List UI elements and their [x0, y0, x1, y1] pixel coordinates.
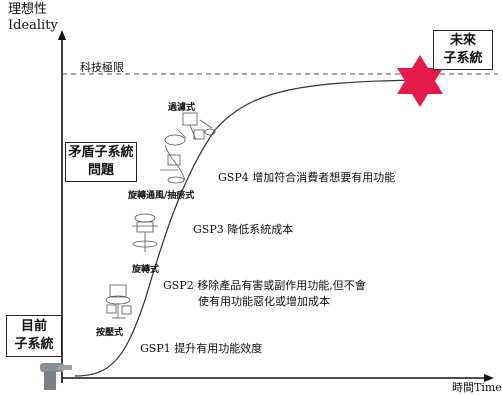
gsp2-label: GSP2 移除產品有害或副作用功能,但不會	[163, 279, 366, 292]
contradiction-subsystem-box: 矛盾子系統 問題	[65, 142, 137, 182]
press-type-sketch-icon	[105, 284, 132, 319]
gsp2-label-continued: 使有用功能惡化或增加成本	[198, 295, 330, 308]
y-axis-arrow	[58, 30, 66, 40]
future-subsystem-line2: 子系統	[443, 51, 483, 66]
contradiction-line1: 矛盾子系統	[68, 145, 134, 160]
gsp3-label: GSP3 降低系統成本	[193, 223, 294, 236]
current-subsystem-line2: 子系統	[14, 337, 54, 352]
rotary-type-sketch-icon	[132, 213, 158, 252]
rotary-type-caption: 旋轉式	[132, 265, 160, 275]
s-curve	[74, 79, 421, 377]
contradiction-line2: 問題	[87, 163, 114, 178]
y-axis-label-zh: 理想性	[8, 2, 48, 17]
future-subsystem-line1: 未來	[449, 33, 476, 48]
x-axis-label: 時間Time	[452, 381, 502, 394]
technology-limit-label: 科技極限	[80, 61, 124, 74]
filter-type-sketch-icon	[177, 112, 216, 141]
future-subsystem-box: 未來 子系統	[433, 30, 493, 70]
current-subsystem-line1: 目前	[20, 319, 47, 334]
y-axis-label-en: Ideality	[8, 18, 58, 33]
future-star-icon	[397, 55, 443, 107]
current-subsystem-box: 目前 子系統	[6, 315, 62, 357]
gsp4-label: GSP4 增加符合消費者想要有用功能	[218, 171, 396, 184]
press-type-caption: 按壓式	[96, 328, 124, 338]
ventilated-suction-sketch-icon	[160, 134, 186, 184]
faucet-icon	[40, 363, 72, 390]
gsp1-label: GSP1 提升有用功能效度	[140, 342, 263, 355]
ventilated-suction-caption: 旋轉通風/抽瘀式	[128, 191, 195, 201]
x-axis-arrow	[484, 374, 494, 382]
filter-type-caption: 過濾式	[168, 103, 196, 113]
